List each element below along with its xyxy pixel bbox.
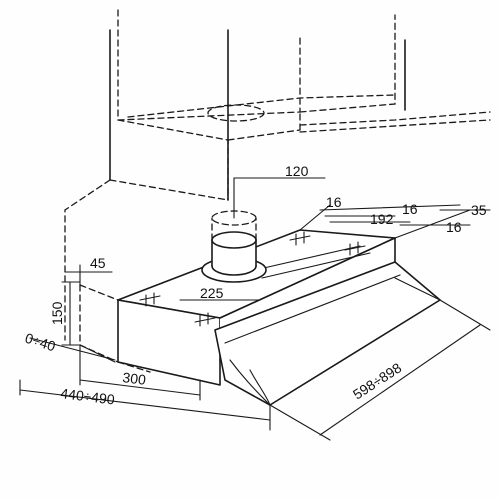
dim-300: 300 <box>122 369 147 388</box>
wall-lines <box>64 29 406 341</box>
dim-225: 225 <box>200 285 224 301</box>
dim-35: 35 <box>471 202 487 218</box>
dim-192: 192 <box>370 211 394 227</box>
dim-120: 120 <box>285 163 309 179</box>
air-outlet <box>201 210 267 283</box>
dim-0-40-lines <box>29 337 116 363</box>
mount-marks <box>139 231 366 327</box>
dim-440-490-lines <box>19 379 271 431</box>
dim-440-490: 440÷490 <box>60 385 116 408</box>
dim-16-left: 16 <box>326 194 342 210</box>
dim-16-mid: 16 <box>402 201 418 217</box>
dim-150-lines <box>61 281 81 346</box>
dim-16-right: 16 <box>446 219 462 235</box>
dim-150: 150 <box>49 301 65 325</box>
dim-120-lines <box>233 177 326 219</box>
dim-300-lines <box>79 344 201 401</box>
dim-0-40: 0÷40 <box>23 330 58 355</box>
dim-45: 45 <box>90 255 106 271</box>
dim-top-right-lines <box>299 204 491 239</box>
dim-598-898-lines <box>269 299 491 441</box>
